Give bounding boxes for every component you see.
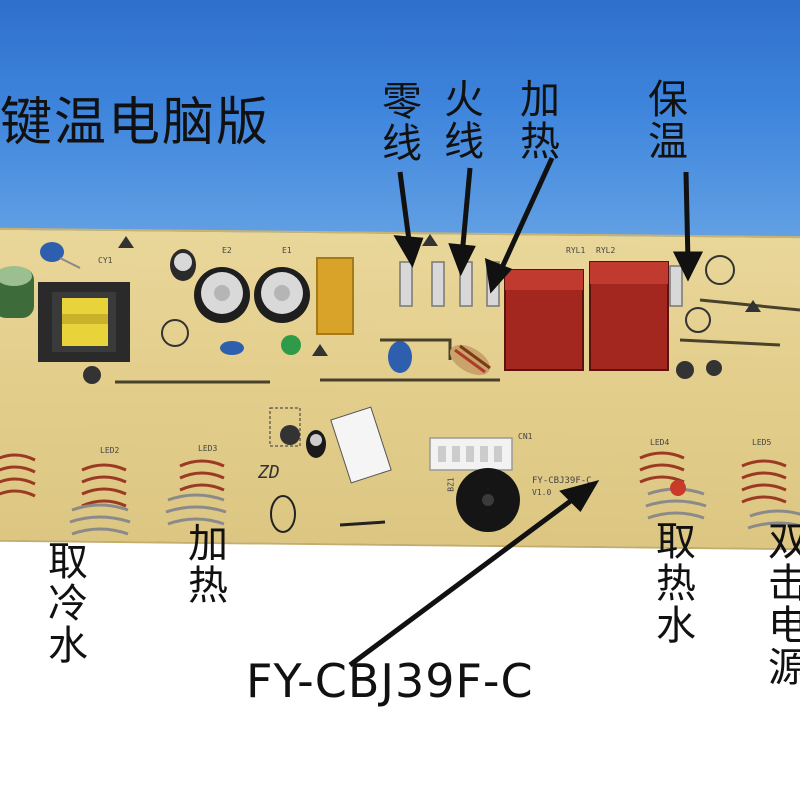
small-capacitor xyxy=(170,249,196,281)
blue-capacitor-cy1 xyxy=(40,242,81,269)
relay-ryl1 xyxy=(504,269,584,371)
model-number: FY-CBJ39F-C xyxy=(246,654,534,708)
led3-label: LED3 xyxy=(198,444,218,453)
page-title: 键温电脑版 xyxy=(0,93,271,153)
label-heating-top: 加热 xyxy=(513,78,559,162)
version-label: V1.0 xyxy=(532,488,552,497)
small-model-label: FY-CBJ39F-C xyxy=(532,476,592,486)
cn1-label: CN1 xyxy=(518,432,533,441)
e2-label: E2 xyxy=(222,246,232,255)
cy1-label: CY1 xyxy=(98,256,113,265)
led2-label: LED2 xyxy=(100,446,120,455)
ryl1-label: RYL1 xyxy=(566,246,586,255)
capacitor-e2 xyxy=(194,267,250,323)
annotation-arrows xyxy=(348,156,704,668)
label-keep-warm: 保温 xyxy=(641,78,687,162)
buzzer-bz1 xyxy=(456,468,520,532)
led5-label: LED5 xyxy=(752,438,772,447)
handwritten-o xyxy=(270,495,296,533)
label-take-cold-water: 取冷水 xyxy=(41,540,87,666)
relay-ryl2 xyxy=(589,261,669,371)
label-heating-bottom: 加热 xyxy=(181,522,227,606)
transformer xyxy=(38,282,130,362)
label-take-hot-water: 取热水 xyxy=(649,520,695,646)
label-neutral-wire: 零线 xyxy=(375,80,421,164)
yellow-x-capacitor xyxy=(316,257,354,335)
label-live-wire: 火线 xyxy=(437,78,483,162)
bz1-label: BZ1 xyxy=(446,477,456,492)
green-capacitor xyxy=(0,266,34,318)
ryl2-label: RYL2 xyxy=(596,246,616,255)
led4-label: LED4 xyxy=(650,438,670,447)
e1-label: E1 xyxy=(282,246,292,255)
handwritten-zd: ZD xyxy=(258,462,280,483)
label-right-partial: 双击电源 xyxy=(764,520,800,688)
capacitor-e1 xyxy=(254,267,310,323)
resistor xyxy=(450,344,491,376)
